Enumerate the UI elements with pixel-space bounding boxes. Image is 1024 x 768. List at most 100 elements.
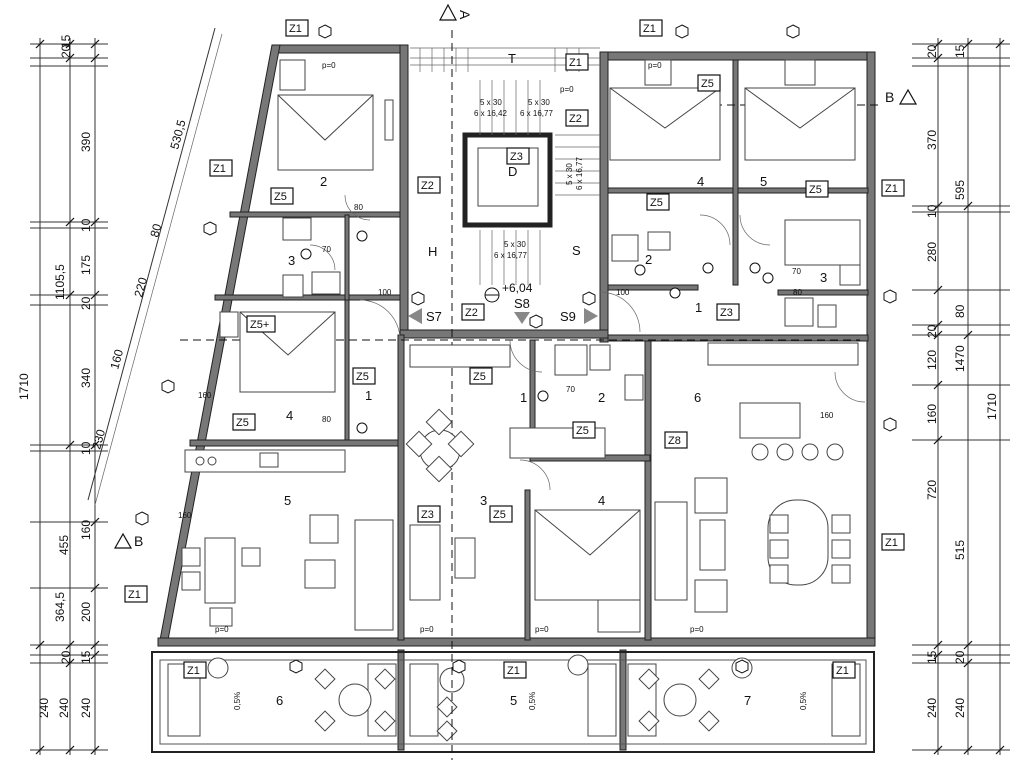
room-terrace-5: 5	[510, 693, 517, 708]
tag-z1-top-left: Z1	[285, 19, 309, 37]
tag-z1-east-bottom: Z1	[881, 533, 905, 551]
left-dimension-ticks	[35, 39, 100, 755]
tag-z5-west-living: Z5	[352, 367, 376, 385]
marker-circles	[300, 230, 774, 434]
stair-note-7: 5 x 30	[504, 240, 526, 249]
room-t: T	[508, 51, 516, 66]
dim-right-20b: 20	[925, 324, 939, 338]
tag-z5-east-top: Z5	[697, 74, 721, 92]
note-door-70-c: 70	[792, 267, 801, 276]
tag-text: Z1	[885, 537, 898, 549]
note-p0-e: p=0	[420, 625, 434, 634]
tag-text: Z2	[569, 113, 582, 125]
dim-right-15b: 15	[925, 650, 939, 664]
element-tags: Z1 Z1 Z1 Z2 Z5 Z3 Z1 Z2 Z5 Z5 Z1 Z5 Z5+ …	[124, 19, 905, 679]
room-h: H	[428, 244, 437, 259]
dim-right-120: 120	[925, 350, 939, 370]
note-door-80-a: 80	[354, 203, 363, 212]
tag-z5-east-bath: Z5	[646, 193, 670, 211]
dim-left-10a: 10	[79, 218, 93, 232]
room-mid-2: 2	[598, 390, 605, 405]
note-door-100-a: 100	[378, 288, 392, 297]
dim-left-175: 175	[79, 255, 93, 275]
dim-right-20a: 20	[925, 44, 939, 58]
stair-s8: S8	[514, 296, 530, 311]
tag-text: Z2	[421, 180, 434, 192]
dim-left-1105: 1105,5	[53, 264, 67, 300]
dim-left-20b: 20	[79, 296, 93, 310]
tag-text: Z5	[473, 371, 486, 383]
stair-note-3: 5 x 30	[528, 98, 550, 107]
stair-note-4: 6 x 16,77	[520, 109, 553, 118]
tag-z1-terrace-c: Z1	[832, 661, 856, 679]
room-west-3: 3	[288, 253, 295, 268]
tag-z3-mid: Z3	[417, 505, 441, 523]
tag-z3-east: Z3	[716, 303, 740, 321]
dim-left-20a: 20	[59, 44, 73, 58]
tag-z8: Z8	[664, 431, 688, 449]
tag-z5-east-mid: Z5	[805, 180, 829, 198]
right-dimension-lines	[912, 38, 1010, 755]
tag-z1-east: Z1	[881, 179, 905, 197]
note-p0-c: p=0	[648, 61, 662, 70]
tag-z5-mid-bed: Z5	[489, 505, 513, 523]
note-p0-b: p=0	[560, 85, 574, 94]
tag-z5-mid-bath: Z5	[572, 421, 596, 439]
level-mark: +6,04	[502, 281, 533, 295]
stair-note-6: 6 x 16,77	[575, 157, 584, 190]
dim-left-364: 364,5	[53, 592, 67, 622]
dim-right-240b: 240	[953, 698, 967, 718]
tag-text: Z1	[885, 183, 898, 195]
dim-right-total: 1710	[985, 393, 999, 420]
dim-left-240b: 240	[57, 698, 71, 718]
note-slope-b: 0,5%	[528, 692, 537, 710]
room-west-2: 2	[320, 174, 327, 189]
dim-diag-530: 530,5	[167, 118, 188, 151]
door-swings	[309, 194, 866, 491]
dim-left-455: 455	[57, 535, 71, 555]
tag-z1-west-bottom: Z1	[124, 585, 148, 603]
dim-diag-160: 160	[107, 347, 126, 370]
room-east-4: 4	[697, 174, 704, 189]
tag-text: Z3	[421, 509, 434, 521]
dim-left-200: 200	[79, 602, 93, 622]
note-door-160-a: 160	[178, 511, 192, 520]
left-dimension-texts: 1710 1105,5 364,5 20 15 390 10 175 20 34…	[17, 34, 93, 718]
dim-right-10: 10	[925, 204, 939, 218]
tag-z2-west: Z2	[417, 176, 441, 194]
dim-diag-230: 230	[89, 427, 108, 450]
note-p0-f: p=0	[535, 625, 549, 634]
dim-right-515: 515	[953, 540, 967, 560]
dim-right-280: 280	[925, 242, 939, 262]
dim-left-10b: 10	[79, 441, 93, 455]
stair-s9: S9	[560, 309, 576, 324]
tag-text: Z3	[510, 151, 523, 163]
stair-note-5: 5 x 30	[565, 163, 574, 185]
stair-labels: S7 S8 S9 +6,04	[408, 281, 598, 324]
tag-text: Z1	[643, 23, 656, 35]
note-p0-a: p=0	[322, 61, 336, 70]
room-west-5: 5	[284, 493, 291, 508]
tag-z3-elevator: Z3	[506, 147, 530, 165]
tag-z5-west-bath: Z5	[270, 187, 294, 205]
stair-s7: S7	[426, 309, 442, 324]
tag-z5plus: Z5+	[246, 315, 276, 333]
tag-text: Z1	[187, 665, 200, 677]
tag-text: Z3	[720, 307, 733, 319]
note-door-100-b: 100	[616, 288, 630, 297]
terrace	[151, 651, 875, 753]
tag-text: Z5	[274, 191, 287, 203]
tag-text: Z5	[809, 184, 822, 196]
dim-left-340: 340	[79, 368, 93, 388]
note-door-70-a: 70	[322, 245, 331, 254]
room-east-5: 5	[760, 174, 767, 189]
dim-right-15a: 15	[953, 44, 967, 58]
tag-text: Z5+	[250, 319, 269, 331]
tag-text: Z5	[701, 78, 714, 90]
tag-text: Z1	[836, 665, 849, 677]
dim-left-15b: 15	[79, 650, 93, 664]
marker-hexagons	[135, 24, 897, 674]
stair-notes: 5 x 30 6 x 16,42 5 x 30 6 x 16,77 5 x 30…	[474, 98, 584, 260]
stair-note-8: 6 x 16,77	[494, 251, 527, 260]
tag-text: Z5	[576, 425, 589, 437]
